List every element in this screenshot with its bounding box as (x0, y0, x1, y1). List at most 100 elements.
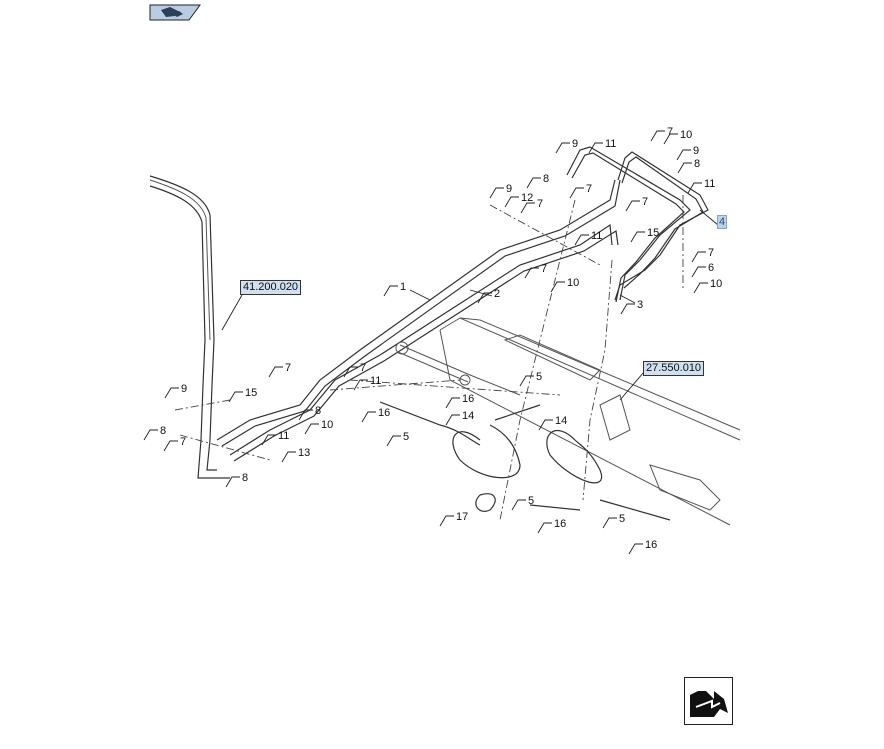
callout-leader (691, 251, 706, 263)
callout-leader (625, 200, 640, 212)
callout-7: 7 (541, 263, 547, 275)
reference-link-41-200-020[interactable]: 41.200.020 (240, 280, 302, 295)
callout-leader (281, 451, 296, 463)
callout-11: 11 (591, 230, 602, 242)
callout-12: 12 (521, 192, 533, 204)
callout-16: 16 (645, 539, 657, 551)
callout-leader (489, 187, 504, 199)
callout-5: 5 (403, 431, 409, 443)
callout-leader (268, 366, 283, 378)
callout-11: 11 (370, 375, 381, 387)
callout-leader (555, 142, 570, 154)
callout-8: 8 (160, 425, 166, 437)
callout-leader (630, 231, 645, 243)
highlighted-item-4[interactable]: 4 (717, 215, 728, 229)
callout-8: 8 (315, 405, 321, 417)
previous-page-icon (149, 4, 201, 21)
callout-10: 10 (567, 277, 579, 289)
callout-7: 7 (586, 183, 592, 195)
callout-leader (538, 419, 553, 431)
callout-7: 7 (180, 436, 186, 448)
callout-8: 8 (543, 173, 549, 185)
callout-8: 8 (242, 472, 248, 484)
callout-leader (574, 234, 589, 246)
callout-leader (477, 292, 492, 304)
callout-6: 6 (708, 262, 714, 274)
callout-leader (620, 303, 635, 315)
callout-9: 9 (572, 138, 578, 150)
callout-leader (550, 281, 565, 293)
callout-leader (383, 285, 398, 297)
callout-10: 10 (321, 419, 333, 431)
callout-leader (445, 414, 460, 426)
callout-1: 1 (400, 281, 406, 293)
callout-16: 16 (378, 407, 390, 419)
callout-15: 15 (647, 227, 659, 239)
callout-leader (343, 366, 358, 378)
callout-leader (569, 187, 584, 199)
callout-3: 3 (637, 299, 643, 311)
callout-7: 7 (537, 198, 543, 210)
callout-leader (445, 397, 460, 409)
callout-11: 11 (278, 430, 289, 442)
callout-leader (537, 522, 552, 534)
callout-11: 11 (704, 178, 715, 190)
callout-leader (361, 411, 376, 423)
callout-leader (691, 266, 706, 278)
callout-2: 2 (494, 288, 500, 300)
callout-leader (228, 391, 243, 403)
callout-13: 13 (298, 447, 310, 459)
callout-16: 16 (462, 393, 474, 405)
callout-16: 16 (554, 518, 566, 530)
callout-leader (386, 435, 401, 447)
callout-leader (520, 202, 535, 214)
callout-10: 10 (680, 129, 692, 141)
callout-leader (687, 182, 702, 194)
callout-7: 7 (708, 247, 714, 259)
callout-leader (677, 162, 692, 174)
callout-7: 7 (667, 126, 673, 138)
callout-7: 7 (285, 362, 291, 374)
callout-17: 17 (456, 511, 468, 523)
callout-14: 14 (555, 415, 567, 427)
callout-11: 11 (605, 138, 616, 150)
callout-leader (225, 476, 240, 488)
callout-leader (588, 142, 603, 154)
callout-leader (628, 543, 643, 555)
callout-leader (650, 130, 665, 142)
next-page-arrow-icon (684, 677, 733, 725)
callout-leader (304, 423, 319, 435)
callout-leader (504, 196, 519, 208)
callout-leader (519, 375, 534, 387)
callout-leader (143, 429, 158, 441)
callout-leader (663, 133, 678, 145)
callout-9: 9 (181, 383, 187, 395)
callout-leader (164, 387, 179, 399)
callout-leader (163, 440, 178, 452)
next-page-button[interactable] (684, 677, 733, 725)
callout-leader (511, 499, 526, 511)
callout-7: 7 (642, 196, 648, 208)
callout-leader (526, 177, 541, 189)
callout-leader (676, 149, 691, 161)
callout-leader (298, 409, 313, 421)
callout-7: 7 (360, 362, 366, 374)
callout-5: 5 (536, 371, 542, 383)
callout-9: 9 (693, 145, 699, 157)
callout-9: 9 (506, 183, 512, 195)
reference-link-27-550-010[interactable]: 27.550.010 (643, 361, 705, 376)
callout-5: 5 (619, 513, 625, 525)
callout-leader (602, 517, 617, 529)
previous-page-button[interactable] (149, 4, 201, 21)
callout-10: 10 (710, 278, 722, 290)
callout-5: 5 (528, 495, 534, 507)
callout-leader (693, 282, 708, 294)
callout-14: 14 (462, 410, 474, 422)
callout-8: 8 (694, 158, 700, 170)
callout-15: 15 (245, 387, 257, 399)
callout-leader (439, 515, 454, 527)
callout-leader (524, 267, 539, 279)
callout-leader (261, 434, 276, 446)
